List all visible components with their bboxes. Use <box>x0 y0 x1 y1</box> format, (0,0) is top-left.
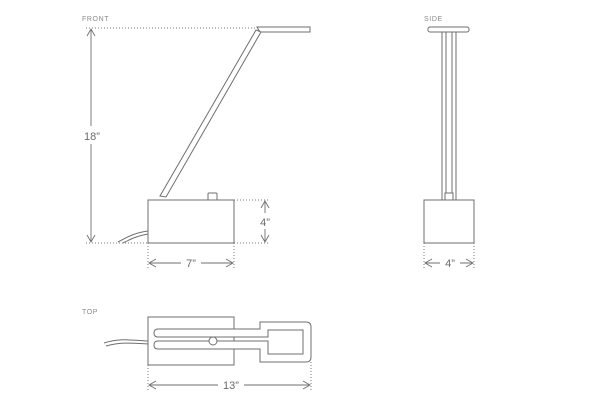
side-width-dimension-label: 4” <box>445 258 455 270</box>
side-lamp-base <box>423 199 475 244</box>
height-label-bg <box>82 126 102 144</box>
lamp-head <box>256 26 311 33</box>
base-height-arrow-bottom <box>260 234 270 243</box>
top-length-arrow-left <box>148 380 157 390</box>
top-power-cord-2 <box>105 342 149 347</box>
side-rod-right <box>451 31 457 201</box>
top-power-cord <box>103 339 149 344</box>
height-dimension-label: 18” <box>84 131 100 143</box>
front-view-label: FRONT <box>82 16 109 23</box>
top-switch-knob <box>208 336 218 346</box>
top-length-dimension-label: 13” <box>223 380 239 392</box>
base-height-arrow-top <box>260 200 270 209</box>
lamp-base <box>147 199 235 244</box>
height-arrow-bottom <box>86 234 96 243</box>
side-width-label-bg <box>440 254 460 270</box>
base-height-dimension-label: 4” <box>260 217 270 229</box>
height-arrow-top <box>86 28 96 37</box>
top-view-label: TOP <box>82 309 98 316</box>
top-length-label-bg <box>218 376 244 392</box>
side-view: SIDE 4” <box>423 16 475 270</box>
base-height-label-bg <box>256 213 274 229</box>
side-view-label: SIDE <box>424 16 443 23</box>
side-width-arrow-right <box>465 258 474 268</box>
base-width-arrow-right <box>225 258 234 268</box>
side-lamp-head <box>427 26 470 33</box>
front-view: FRONT 18” 4” 7” <box>82 16 311 270</box>
side-rod-left <box>441 31 447 201</box>
side-width-arrow-left <box>424 258 433 268</box>
power-cord-front-2 <box>122 233 149 244</box>
side-rod-joint <box>444 192 454 201</box>
base-width-arrow-left <box>148 258 157 268</box>
base-width-label-bg <box>181 254 201 270</box>
power-cord-front <box>117 230 149 243</box>
base-width-dimension-label: 7” <box>186 258 196 270</box>
top-length-arrow-right <box>302 380 311 390</box>
top-lamp-head-loop <box>153 321 312 363</box>
lamp-arm <box>159 29 262 198</box>
top-view: TOP 13” <box>82 309 312 392</box>
